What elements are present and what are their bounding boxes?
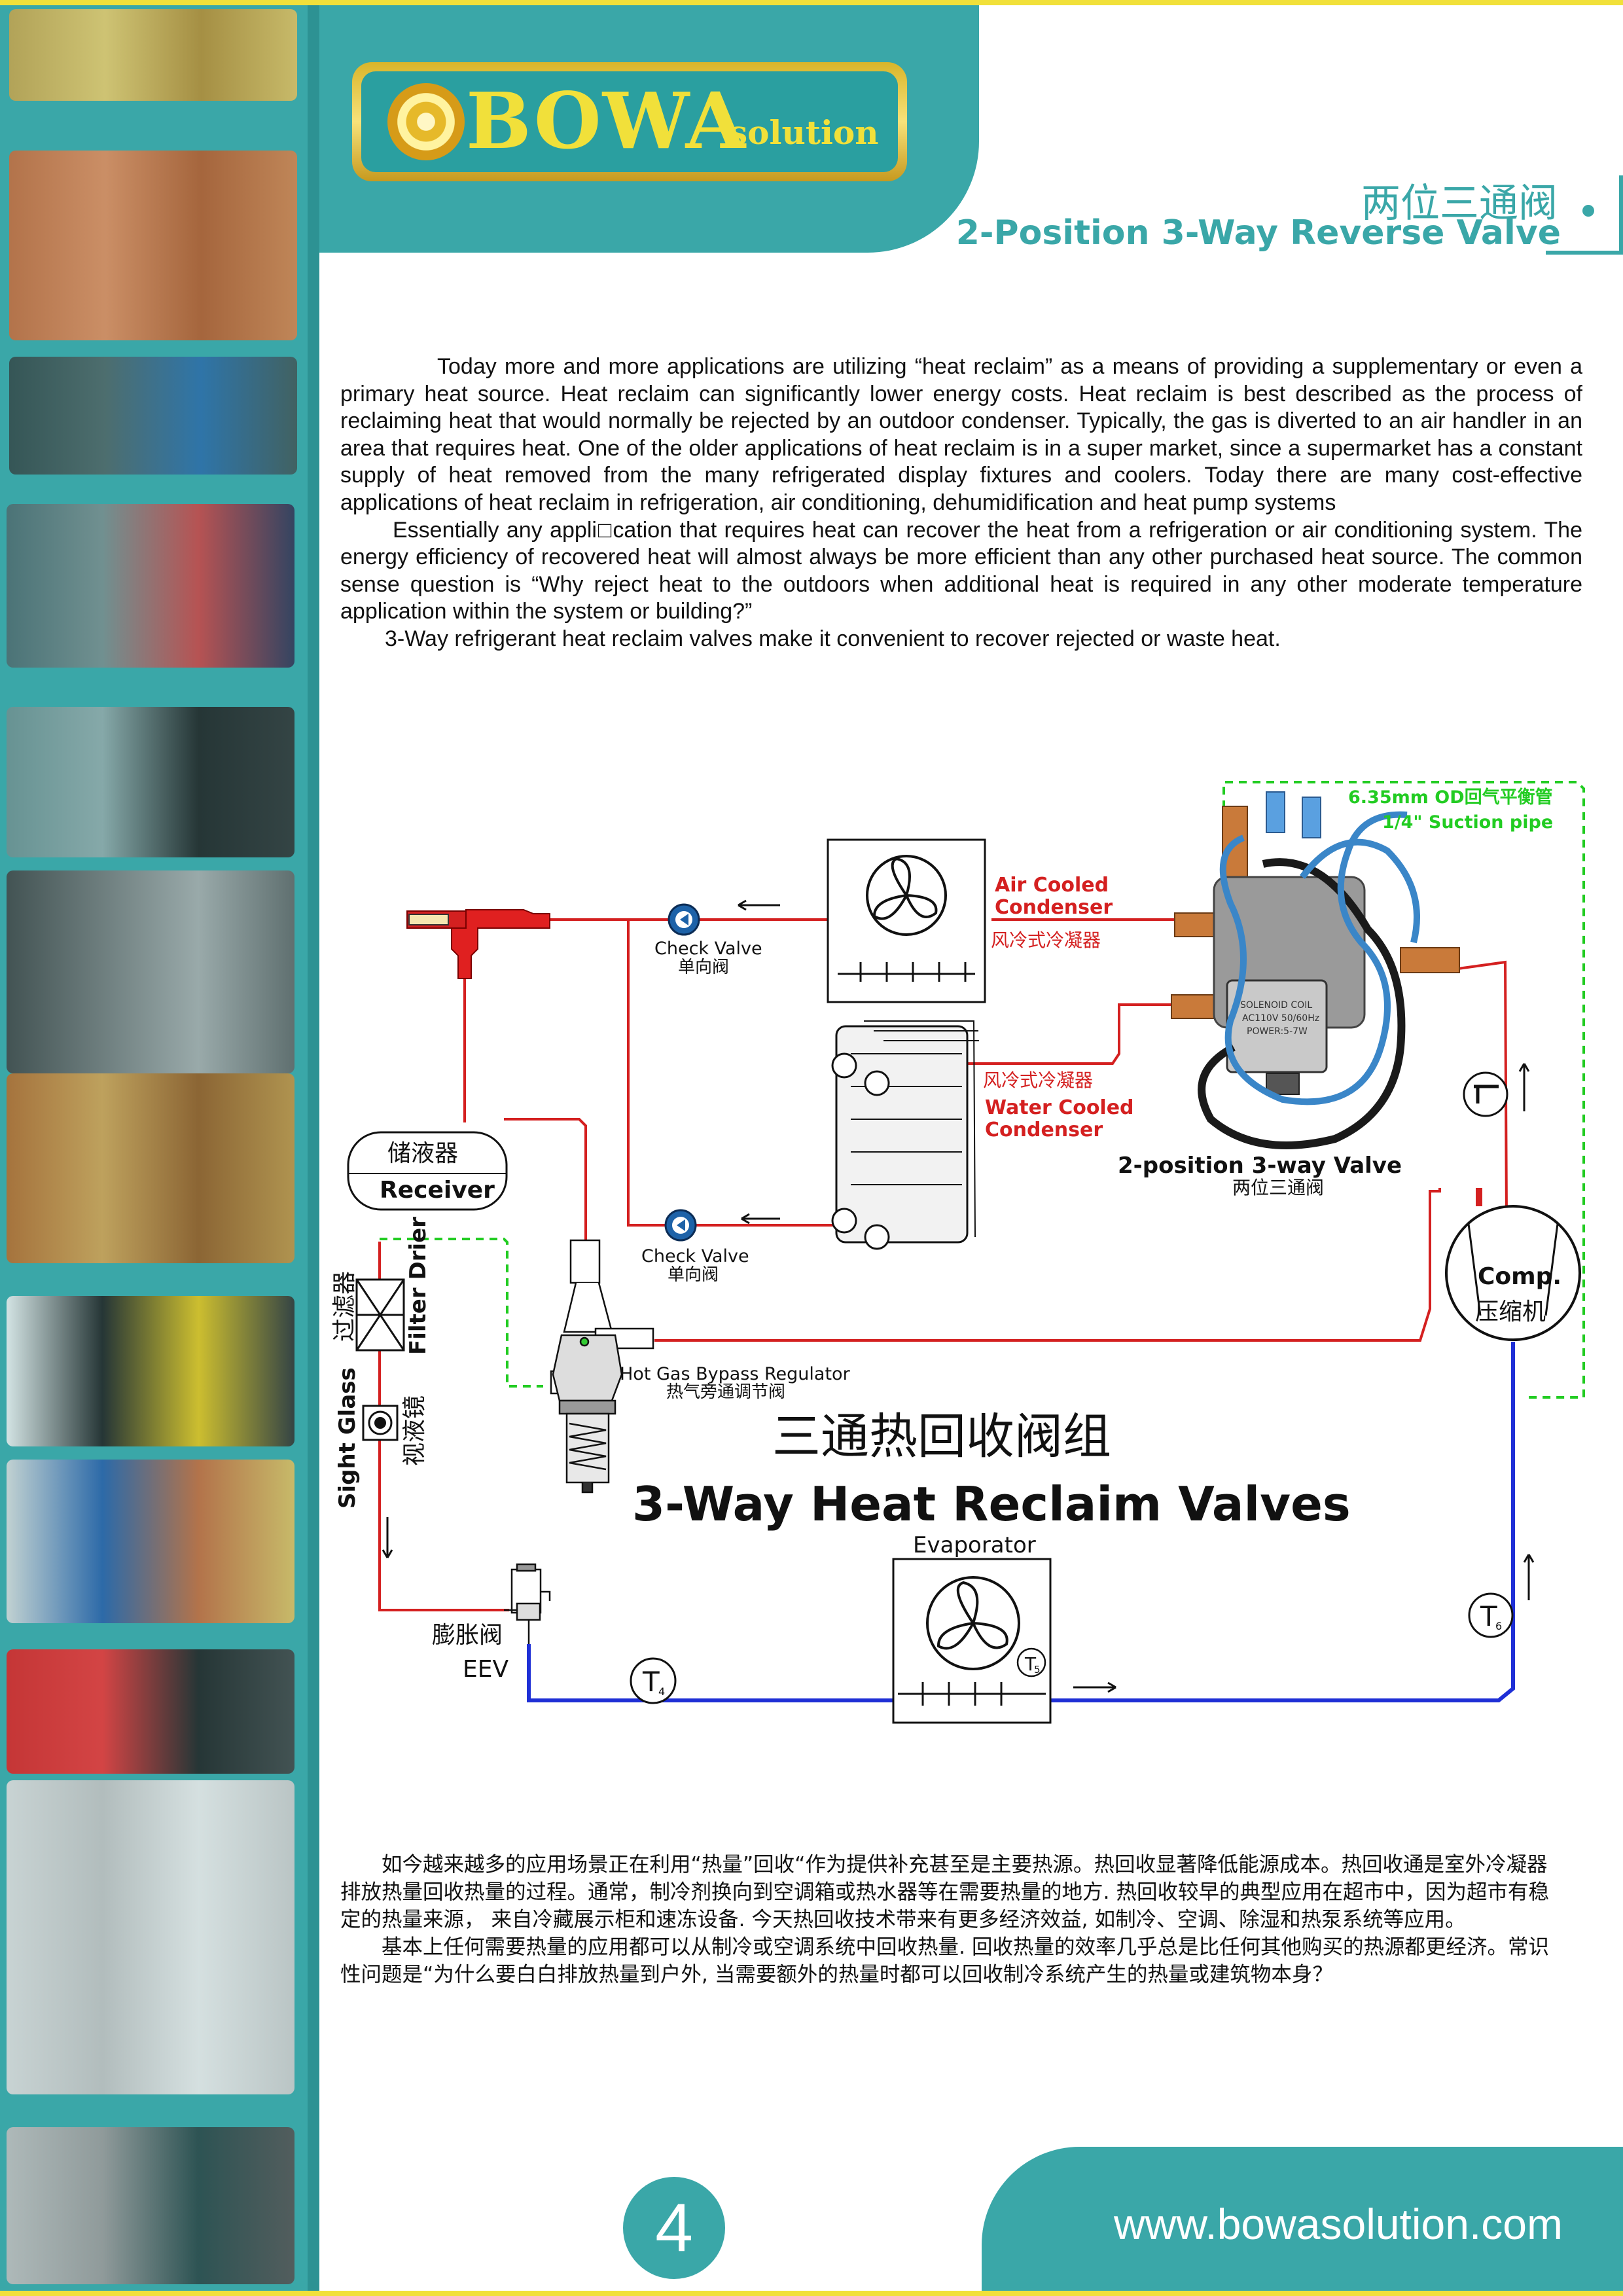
compressor [1445, 1188, 1581, 1341]
water-cooled-label-cn: 风冷式冷凝器 [983, 1069, 1093, 1091]
footer-panel [982, 2147, 1623, 2291]
eev-label-cn: 膨胀阀 [432, 1622, 503, 1649]
water-cooled-label-en-1: Water Cooled [985, 1096, 1134, 1119]
t4-subscript: 4 [658, 1685, 665, 1698]
t6-sensor-icon [1468, 1592, 1514, 1638]
receiver-label-en: Receiver [380, 1177, 495, 1204]
t4-label: T [642, 1666, 660, 1698]
top-tee-fitting [406, 909, 550, 979]
website-url: www.bowasolution.com [1114, 2200, 1563, 2248]
product-controllers-thumb [7, 1649, 294, 1774]
hot-gas-label-cn: 热气旁通调节阀 [666, 1382, 785, 1402]
chinese-paragraph-2: 基本上任何需要热量的应用都可以从制冷或空调系统中回收热量. 回收热量的效率几乎总… [340, 1935, 1550, 1986]
filter-label-en: Filter Drier [405, 1217, 431, 1355]
eev-valve-icon [504, 1563, 551, 1644]
product-compressor-cutaway-thumb [7, 504, 294, 668]
three-way-valve-label-cn: 两位三通阀 [1232, 1177, 1324, 1198]
suction-pipe-dashed-line [380, 781, 1585, 1399]
page-title-chinese: 两位三通阀 [1361, 181, 1558, 226]
diagram-title-en: 3-Way Heat Reclaim Valves [632, 1477, 1351, 1532]
product-gauges-thumb [7, 1460, 294, 1623]
check-valve-upper-label-en: Check Valve [654, 939, 762, 959]
discharge-temp-sensor-icon [1463, 1071, 1508, 1117]
coil-label-line-3: POWER:5-7W [1247, 1026, 1308, 1037]
suction-pipe-label-cn: 6.35mm OD回气平衡管 [1348, 787, 1553, 808]
chinese-paragraph-1: 如今越来越多的应用场景正在利用“热量”回收“作为提供补充甚至是主要热源。热回收显… [340, 1853, 1550, 1931]
intro-text: Today more and more applications are uti… [340, 353, 1582, 653]
product-valves-thumb [7, 1073, 294, 1263]
filter-drier-icon [355, 1278, 405, 1352]
product-motor-parts-thumb [7, 870, 294, 1073]
hot-gas-label-en: Hot Gas Bypass Regulator [620, 1364, 851, 1384]
check-valve-upper-icon [668, 903, 700, 936]
logo-inner: BOWA solution [361, 71, 898, 172]
chinese-text: 如今越来越多的应用场景正在利用“热量”回收“作为提供补充甚至是主要热源。热回收显… [340, 1851, 1558, 1988]
bottom-border [0, 2291, 1623, 2296]
sight-glass-icon [362, 1405, 399, 1441]
logo-main-text: BOWA [466, 75, 747, 166]
air-cooled-label-cn: 风冷式冷凝器 [991, 929, 1101, 951]
heat-reclaim-diagram: Air Cooled Condenser 风冷式冷凝器 风冷式冷凝器 Water… [331, 781, 1585, 1724]
bowa-logo: BOWA solution [352, 62, 907, 181]
t5-label: T [1024, 1653, 1037, 1675]
product-recovery-tools-thumb [7, 1296, 294, 1446]
check-valve-lower-label-en: Check Valve [641, 1246, 749, 1266]
sight-glass-label-en: Sight Glass [334, 1367, 361, 1509]
sight-glass-label-cn: 视液镜 [401, 1395, 428, 1466]
receiver-label-cn: 储液器 [387, 1140, 458, 1167]
diagram-title-cn: 三通热回收阀组 [772, 1408, 1111, 1465]
water-cooled-label-en-2: Condenser [985, 1119, 1103, 1141]
product-pressure-switch-thumb [9, 357, 297, 475]
eev-label-en: EEV [463, 1656, 508, 1683]
page-title-english: 2-Position 3-Way Reverse Valve [955, 213, 1561, 253]
filter-label-cn: 过滤器 [331, 1271, 358, 1342]
intro-paragraph-1: Today more and more applications are uti… [340, 354, 1582, 515]
t6-label: T [1480, 1600, 1497, 1632]
product-compressors-thumb [7, 707, 294, 857]
page-number: 4 [623, 2177, 725, 2279]
title-dot-decoration [1582, 205, 1594, 217]
compressor-label-cn: 压缩机 [1475, 1299, 1546, 1325]
coil-label-line-1: SOLENOID COIL [1240, 1000, 1312, 1011]
receiver-tank [347, 1131, 508, 1211]
evaporator-unit [892, 1558, 1052, 1724]
check-valve-lower-label-cn: 单向阀 [668, 1265, 719, 1285]
logo-sub-text: solution [729, 113, 879, 152]
t4-sensor-icon [630, 1657, 677, 1704]
coil-label-line-2: AC110V 50/60Hz [1242, 1013, 1319, 1024]
three-way-valve-label-en: 2-position 3-way Valve [1118, 1153, 1402, 1179]
air-cooled-condenser [827, 838, 986, 1003]
product-fittings-thumb [9, 9, 297, 101]
logo-emblem-icon [387, 83, 465, 160]
hot-gas-bypass-regulator [550, 1239, 654, 1494]
intro-paragraph-2: Essentially any appli□cation that requir… [340, 517, 1582, 624]
product-ice-machine-thumb [7, 2127, 294, 2284]
suction-pipe-label-en: 1/4" Suction pipe [1382, 812, 1553, 833]
t5-subscript: 5 [1034, 1664, 1041, 1676]
air-cooled-label-en-1: Air Cooled [995, 874, 1109, 897]
air-cooled-label-en-2: Condenser [995, 896, 1113, 919]
top-border [0, 0, 1623, 5]
check-valve-upper-label-cn: 单向阀 [678, 958, 729, 977]
flow-arrows [382, 899, 1535, 1693]
check-valve-lower-icon [664, 1209, 697, 1242]
intro-paragraph-3: 3-Way refrigerant heat reclaim valves ma… [385, 626, 1281, 651]
compressor-label-en: Comp. [1478, 1263, 1561, 1290]
sidebar-edge [308, 5, 319, 2291]
title-bracket-decoration [1546, 175, 1623, 255]
t6-subscript: 6 [1495, 1620, 1502, 1632]
product-refrigerators-thumb [7, 1780, 294, 2094]
red-refrigerant-pipes [378, 918, 1508, 1611]
water-cooled-condenser [831, 1020, 979, 1250]
blue-suction-pipes [527, 1342, 1515, 1702]
evaporator-label: Evaporator [913, 1532, 1036, 1558]
three-way-valve-photo: SOLENOID COIL AC110V 50/60Hz POWER:5-7W [1171, 791, 1460, 1149]
product-copper-tubes-thumb [9, 151, 297, 340]
